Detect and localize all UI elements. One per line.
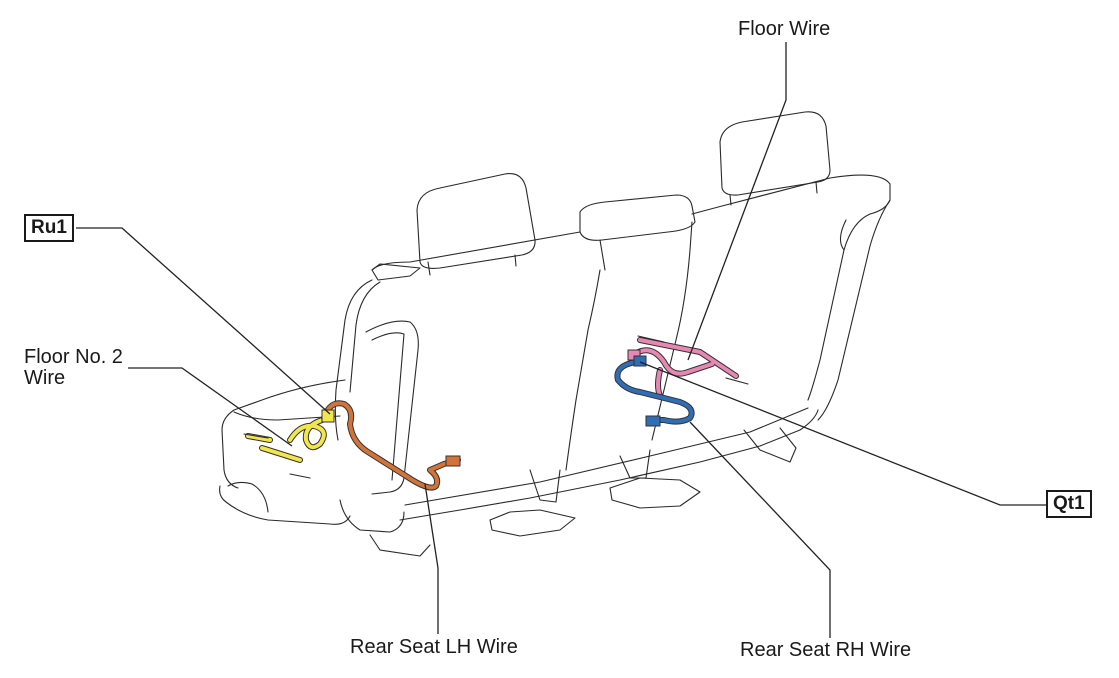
ru1-connector-label: Ru1 bbox=[24, 214, 74, 242]
rear-seat-lh-wire-label: Rear Seat LH Wire bbox=[350, 636, 518, 658]
rear-seat-rh-wire-label: Rear Seat RH Wire bbox=[740, 639, 912, 661]
floor-wire bbox=[627, 335, 749, 399]
floor-no2-wire-label-line1: Floor No. 2 bbox=[24, 346, 123, 368]
leader-floor-no2 bbox=[128, 367, 293, 447]
leader-floor-wire bbox=[687, 42, 787, 361]
floor-no2-wire bbox=[243, 417, 327, 479]
leader-rear-seat-rh bbox=[689, 421, 831, 638]
floor-wire-label: Floor Wire bbox=[738, 18, 831, 40]
qt1-connector-label: Qt1 bbox=[1046, 490, 1092, 518]
rear-seat-outline bbox=[219, 111, 891, 557]
leader-rear-seat-lh bbox=[424, 483, 439, 634]
rear-seat-lh-wire bbox=[321, 400, 461, 491]
rear-seat-rh-wire bbox=[614, 355, 695, 427]
leader-qt1 bbox=[639, 361, 1046, 506]
floor-no2-wire-label-line2: Wire bbox=[24, 367, 66, 389]
leader-ru1 bbox=[76, 227, 331, 415]
